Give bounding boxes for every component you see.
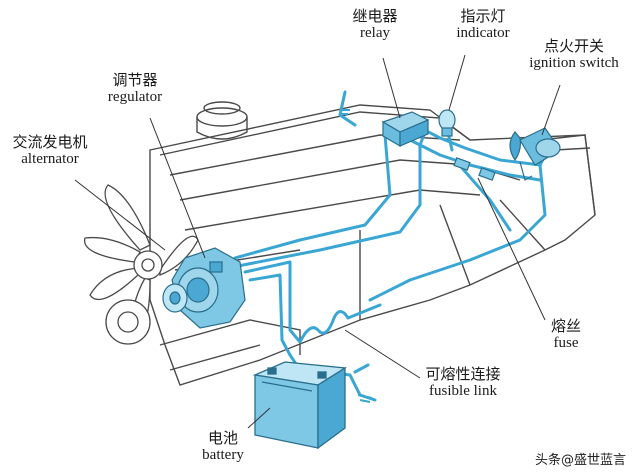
battery-label-en: battery bbox=[202, 447, 244, 464]
alternator-label-en: alternator bbox=[21, 151, 79, 168]
fusible-link-label: 可熔性连接 fusible link bbox=[408, 365, 518, 401]
fan bbox=[83, 184, 199, 345]
ground-symbols bbox=[340, 109, 373, 403]
relay-component bbox=[381, 111, 430, 148]
fuse-label: 熔丝 fuse bbox=[536, 317, 596, 353]
relay-label: 继电器 relay bbox=[330, 7, 420, 43]
battery-component bbox=[252, 361, 347, 450]
indicator-label: 指示灯 indicator bbox=[433, 7, 533, 43]
regulator-label-en: regulator bbox=[107, 89, 163, 106]
battery-label-zh: 电池 bbox=[207, 429, 238, 447]
fusible-link-label-en: fusible link bbox=[429, 383, 497, 400]
regulator-label: 调节器 regulator bbox=[90, 71, 180, 107]
indicator-label-en: indicator bbox=[456, 25, 510, 42]
alternator-component bbox=[162, 247, 246, 329]
alternator-label: 交流发电机 alternator bbox=[2, 133, 98, 169]
fuse-label-zh: 熔丝 bbox=[550, 317, 581, 335]
watermark: 头条@盛世蓝言 bbox=[530, 448, 630, 469]
alternator-label-zh: 交流发电机 bbox=[12, 133, 88, 151]
battery-label: 电池 battery bbox=[188, 429, 258, 465]
indicator-label-zh: 指示灯 bbox=[460, 7, 506, 25]
fuse-component bbox=[453, 157, 496, 181]
relay-label-en: relay bbox=[360, 25, 390, 42]
leader-lines bbox=[74, 54, 561, 429]
relay-label-zh: 继电器 bbox=[352, 7, 398, 25]
ignition-switch-component bbox=[509, 127, 561, 181]
indicator-lamp bbox=[438, 109, 456, 137]
ignition-switch-label: 点火开关 ignition switch bbox=[512, 37, 636, 73]
ignition-switch-label-zh: 点火开关 bbox=[543, 37, 604, 55]
fuse-label-en: fuse bbox=[553, 335, 579, 352]
regulator-label-zh: 调节器 bbox=[112, 71, 158, 89]
ignition-switch-label-en: ignition switch bbox=[529, 55, 619, 72]
fusible-link-label-zh: 可熔性连接 bbox=[425, 365, 501, 383]
